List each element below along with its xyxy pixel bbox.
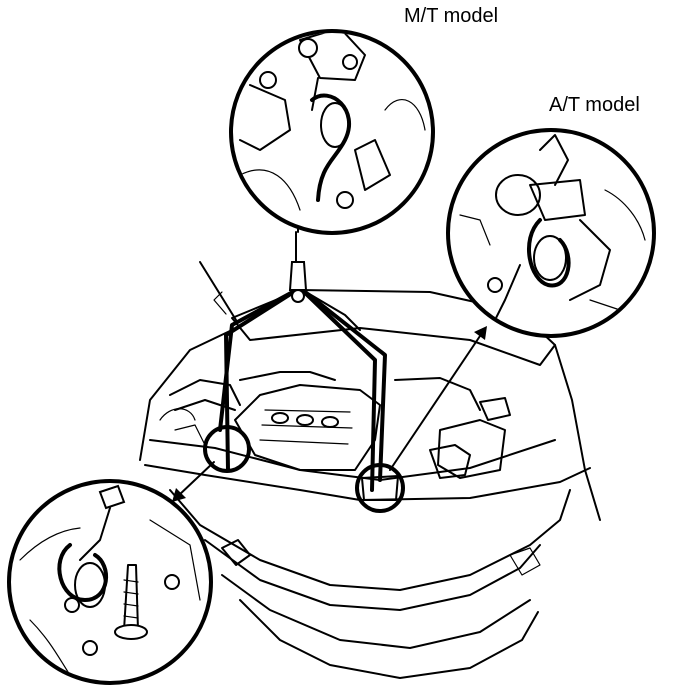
fog-light — [221, 539, 251, 566]
lo-edge-1 — [19, 527, 81, 561]
mt-engine-part — [239, 84, 291, 151]
chain-right-rear — [298, 286, 377, 492]
lower-detail — [7, 479, 213, 685]
intake-pipe-2 — [174, 399, 236, 411]
shackle-ring — [291, 289, 305, 303]
at-hoist-link — [539, 134, 569, 186]
lo-stud-base — [114, 624, 148, 640]
at-chain-link — [533, 235, 567, 281]
left-bracket — [174, 424, 206, 446]
hood-prop-clip — [213, 291, 227, 315]
radiator-support — [149, 439, 556, 481]
mt-model-label: M/T model — [404, 5, 499, 27]
mt-detail — [229, 29, 435, 235]
cover-rib-3 — [259, 439, 349, 445]
spark-plug-boss-3 — [321, 416, 339, 428]
lo-nut — [98, 484, 126, 510]
engine-block — [159, 371, 511, 479]
lower-detail-circle — [7, 479, 213, 685]
mt-bolt-2 — [342, 54, 358, 70]
at-hose — [604, 189, 646, 241]
arrow-right-head — [474, 326, 487, 340]
lo-bolt-3 — [82, 640, 98, 656]
lo-bracket-arm — [79, 507, 111, 561]
mt-bolt-3 — [336, 191, 354, 209]
arrow-left-head — [172, 488, 186, 502]
lo-hook — [57, 543, 109, 602]
chain-left-front — [224, 286, 302, 472]
chain-right-front — [298, 286, 387, 482]
lo-edge-2 — [149, 519, 201, 601]
arrow-left-line — [177, 461, 215, 497]
mt-edge — [384, 99, 426, 131]
at-bolt — [487, 277, 503, 293]
lift-chains — [218, 211, 387, 492]
lo-chain-link — [74, 562, 106, 608]
lo-stud-threads — [123, 579, 139, 619]
bumper-top — [169, 489, 571, 591]
hose-top — [239, 371, 336, 381]
mt-bracket — [299, 33, 366, 81]
reservoir — [429, 444, 471, 479]
lo-edge-3 — [29, 619, 71, 676]
mt-nut — [259, 71, 277, 89]
mt-bracket-arm — [311, 77, 319, 111]
left-fender — [139, 329, 233, 461]
hood-prop-rod — [199, 261, 237, 321]
left-part — [159, 408, 196, 421]
intake-pipe — [169, 379, 241, 406]
left-attachment-point — [203, 425, 251, 473]
hood — [231, 289, 556, 366]
chain-spreader — [305, 291, 361, 331]
bumper-mid — [204, 539, 541, 611]
at-bracket — [529, 179, 586, 221]
arrow-right-line — [389, 335, 481, 471]
cover-rib-2 — [261, 424, 353, 429]
callout-arrows — [172, 326, 487, 502]
shackle — [288, 261, 308, 291]
mt-bolt-1 — [298, 38, 318, 58]
valve-cover — [234, 384, 381, 471]
at-edge — [459, 214, 491, 246]
mt-detail-circle — [229, 29, 435, 235]
at-housing — [569, 219, 611, 301]
battery — [437, 419, 506, 479]
at-detail — [446, 128, 656, 338]
lo-bolt-1 — [64, 597, 80, 613]
right-attachment-point — [355, 463, 405, 513]
mt-hose — [239, 169, 301, 211]
bumper-lower — [221, 574, 531, 649]
cover-rib-1 — [264, 409, 351, 413]
bracket-right — [361, 475, 399, 501]
fog-light-right — [509, 547, 541, 576]
bumper-bottom — [239, 599, 539, 679]
right-fender — [554, 344, 601, 521]
lo-bolt-2 — [164, 574, 180, 590]
spark-plug-boss-1 — [271, 412, 289, 424]
fuse-box — [479, 397, 511, 421]
at-detail-circle — [446, 128, 656, 338]
at-model-label: A/T model — [549, 94, 640, 116]
spark-plug-boss-2 — [296, 414, 314, 426]
hose-right — [394, 377, 481, 411]
mt-chain-link — [320, 102, 350, 148]
at-hook — [526, 218, 571, 288]
mt-mount — [354, 139, 391, 191]
